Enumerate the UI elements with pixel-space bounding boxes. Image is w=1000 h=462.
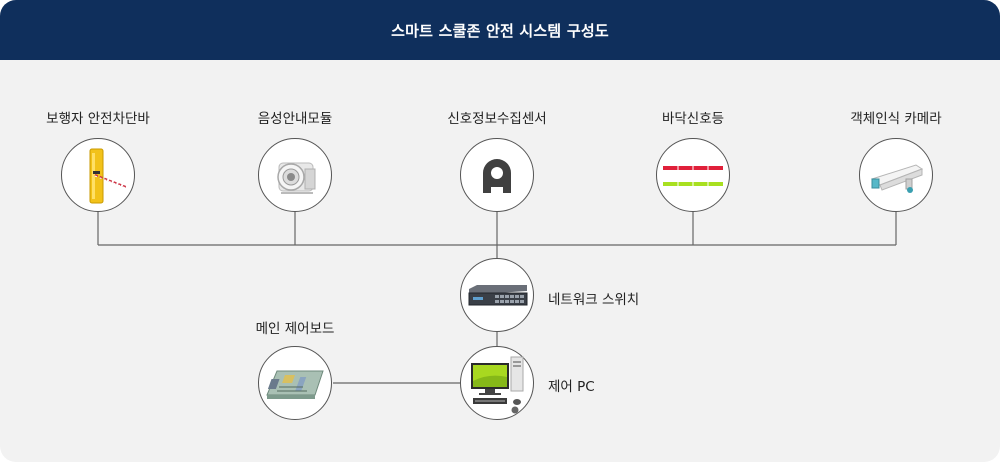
signal-sensor-icon <box>483 159 511 193</box>
floor-light-node[interactable] <box>656 138 730 212</box>
main-board-node[interactable] <box>258 346 332 420</box>
sensor-label: 신호정보수집센서 <box>447 111 547 127</box>
network-switch-icon <box>468 285 528 306</box>
speaker-label: 음성안내모듈 <box>257 111 333 127</box>
barrier-label: 보행자 안전차단바 <box>46 111 150 127</box>
network-switch-node[interactable] <box>460 258 534 332</box>
camera-node[interactable] <box>859 138 933 212</box>
main-control-board-icon <box>266 370 324 399</box>
main-board-label: 메인 제어보드 <box>255 321 335 337</box>
sensor-node[interactable] <box>460 138 534 212</box>
object-recognition-camera-icon <box>870 164 924 193</box>
speaker-node[interactable] <box>258 138 332 212</box>
barrier-node[interactable] <box>61 138 135 212</box>
floor-signal-light-icon <box>663 166 723 186</box>
pedestrian-barrier-icon <box>89 148 127 204</box>
control-pc-icon <box>471 356 524 414</box>
diagram-header: 스마트 스쿨존 안전 시스템 구성도 <box>0 0 1000 60</box>
control-pc-node[interactable] <box>460 346 534 420</box>
speaker-module-icon <box>277 162 316 194</box>
network-switch-label: 네트워크 스위치 <box>548 292 640 308</box>
control-pc-label: 제어 PC <box>548 379 595 395</box>
floor-light-label: 바닥신호등 <box>661 111 725 127</box>
camera-label: 객체인식 카메라 <box>850 111 942 127</box>
diagram-title: 스마트 스쿨존 안전 시스템 구성도 <box>391 21 609 40</box>
